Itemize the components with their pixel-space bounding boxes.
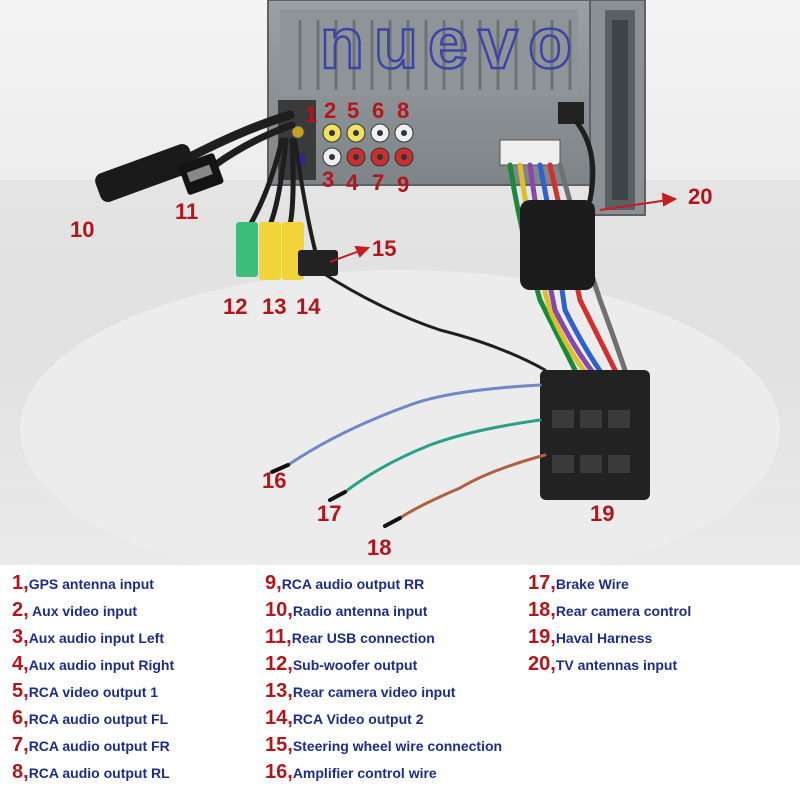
- legend-number: 11,: [265, 626, 292, 648]
- legend-item: 5,RCA video output 1: [12, 680, 174, 707]
- callout-11: 11: [175, 199, 199, 224]
- legend-item: 12,Sub-woofer output: [265, 653, 502, 680]
- legend-number: 16,: [265, 761, 293, 783]
- callout-9: 9: [397, 172, 410, 197]
- legend-label: TV antennas input: [555, 657, 678, 673]
- legend-number: 3,: [12, 626, 29, 648]
- legend-number: 14,: [265, 707, 293, 729]
- legend-number: 12,: [265, 653, 293, 675]
- legend-label: RCA Video output 2: [292, 711, 424, 727]
- legend-item: 13,Rear camera video input: [265, 680, 502, 707]
- legend-number: 5,: [12, 680, 29, 702]
- legend-item: 19,Haval Harness: [528, 626, 691, 653]
- legend-label: Brake Wire: [555, 576, 629, 592]
- legend-item: 2, Aux video input: [12, 599, 174, 626]
- legend-label: GPS antenna input: [28, 576, 154, 592]
- callout-4: 4: [346, 170, 359, 195]
- loose-wires: [270, 383, 547, 528]
- callout-14: 14: [296, 294, 321, 319]
- legend: 1,GPS antenna input 2, Aux video input 3…: [0, 565, 800, 800]
- callout-arrows: [329, 192, 678, 263]
- legend-item: 20,TV antennas input: [528, 653, 691, 680]
- legend-item: 1,GPS antenna input: [12, 572, 174, 599]
- legend-label: Steering wheel wire connection: [292, 738, 503, 754]
- legend-item: 7,RCA audio output FR: [12, 734, 174, 761]
- legend-label: RCA audio output RL: [28, 765, 170, 781]
- callout-17: 17: [317, 501, 342, 526]
- legend-number: 18,: [528, 599, 556, 621]
- legend-item: 14,RCA Video output 2: [265, 707, 502, 734]
- callout-19: 19: [590, 501, 615, 526]
- steering-wire-connector: [298, 250, 338, 276]
- legend-label: Rear camera video input: [292, 684, 456, 700]
- legend-item: 15,Steering wheel wire connection: [265, 734, 502, 761]
- legend-column-2: 9,RCA audio output RR 10,Radio antenna i…: [265, 572, 502, 788]
- rca-jacks: [289, 123, 414, 169]
- legend-label: Amplifier control wire: [292, 765, 437, 781]
- legend-column-3: 17,Brake Wire 18,Rear camera control 19,…: [528, 572, 691, 680]
- callout-18: 18: [367, 535, 392, 560]
- callout-15: 15: [372, 236, 397, 261]
- legend-label: Rear camera control: [555, 603, 692, 619]
- legend-item: 16,Amplifier control wire: [265, 761, 502, 788]
- legend-number: 20,: [528, 653, 556, 675]
- callout-8: 8: [397, 98, 410, 123]
- callout-16: 16: [262, 468, 287, 493]
- legend-item: 18,Rear camera control: [528, 599, 691, 626]
- legend-number: 17,: [528, 572, 556, 594]
- callout-6: 6: [372, 98, 385, 123]
- legend-label: Aux video input: [28, 603, 138, 619]
- legend-number: 7,: [12, 734, 29, 756]
- nuevo-logo: nuevo: [320, 4, 582, 84]
- legend-number: 15,: [265, 734, 293, 756]
- legend-label: Aux audio input Left: [28, 630, 165, 646]
- legend-item: 17,Brake Wire: [528, 572, 691, 599]
- legend-item: 6,RCA audio output FL: [12, 707, 174, 734]
- callout-5: 5: [347, 98, 360, 123]
- cables-left: [170, 110, 547, 372]
- legend-item: 10,Radio antenna input: [265, 599, 502, 626]
- callout-13: 13: [262, 294, 287, 319]
- legend-label: RCA audio output RR: [281, 576, 425, 592]
- legend-number: 1,: [12, 572, 29, 594]
- legend-number: 9,: [265, 572, 282, 594]
- legend-number: 4,: [12, 653, 29, 675]
- legend-label: Rear USB connection: [291, 630, 435, 646]
- callout-1: 1: [305, 102, 318, 127]
- rca-plugs: [236, 222, 304, 280]
- legend-item: 11,Rear USB connection: [265, 626, 502, 653]
- legend-label: Aux audio input Right: [28, 657, 175, 673]
- legend-column-1: 1,GPS antenna input 2, Aux video input 3…: [12, 572, 174, 788]
- legend-label: Haval Harness: [555, 630, 653, 646]
- legend-number: 13,: [265, 680, 293, 702]
- head-unit-chassis: [267, 0, 646, 216]
- iso-harness-connector: [540, 370, 650, 500]
- legend-label: Sub-woofer output: [292, 657, 418, 673]
- legend-number: 2,: [12, 599, 29, 621]
- callout-10: 10: [70, 217, 95, 242]
- legend-item: 9,RCA audio output RR: [265, 572, 502, 599]
- callout-3: 3: [322, 167, 335, 192]
- harness-sleeve: [520, 200, 595, 290]
- head-unit-photo: nuevo: [0, 0, 800, 565]
- legend-label: Radio antenna input: [292, 603, 428, 619]
- callout-7: 7: [372, 170, 385, 195]
- legend-item: 3,Aux audio input Left: [12, 626, 174, 653]
- legend-number: 19,: [528, 626, 556, 648]
- callout-2: 2: [324, 98, 337, 123]
- legend-label: RCA audio output FL: [28, 711, 169, 727]
- legend-number: 6,: [12, 707, 29, 729]
- legend-item: 8,RCA audio output RL: [12, 761, 174, 788]
- legend-number: 8,: [12, 761, 29, 783]
- legend-item: 4,Aux audio input Right: [12, 653, 174, 680]
- callout-20: 20: [688, 184, 713, 209]
- radio-antenna-connector: [95, 144, 195, 202]
- legend-number: 10,: [265, 599, 293, 621]
- legend-label: RCA video output 1: [28, 684, 159, 700]
- callout-12: 12: [223, 294, 248, 319]
- legend-label: RCA audio output FR: [28, 738, 170, 754]
